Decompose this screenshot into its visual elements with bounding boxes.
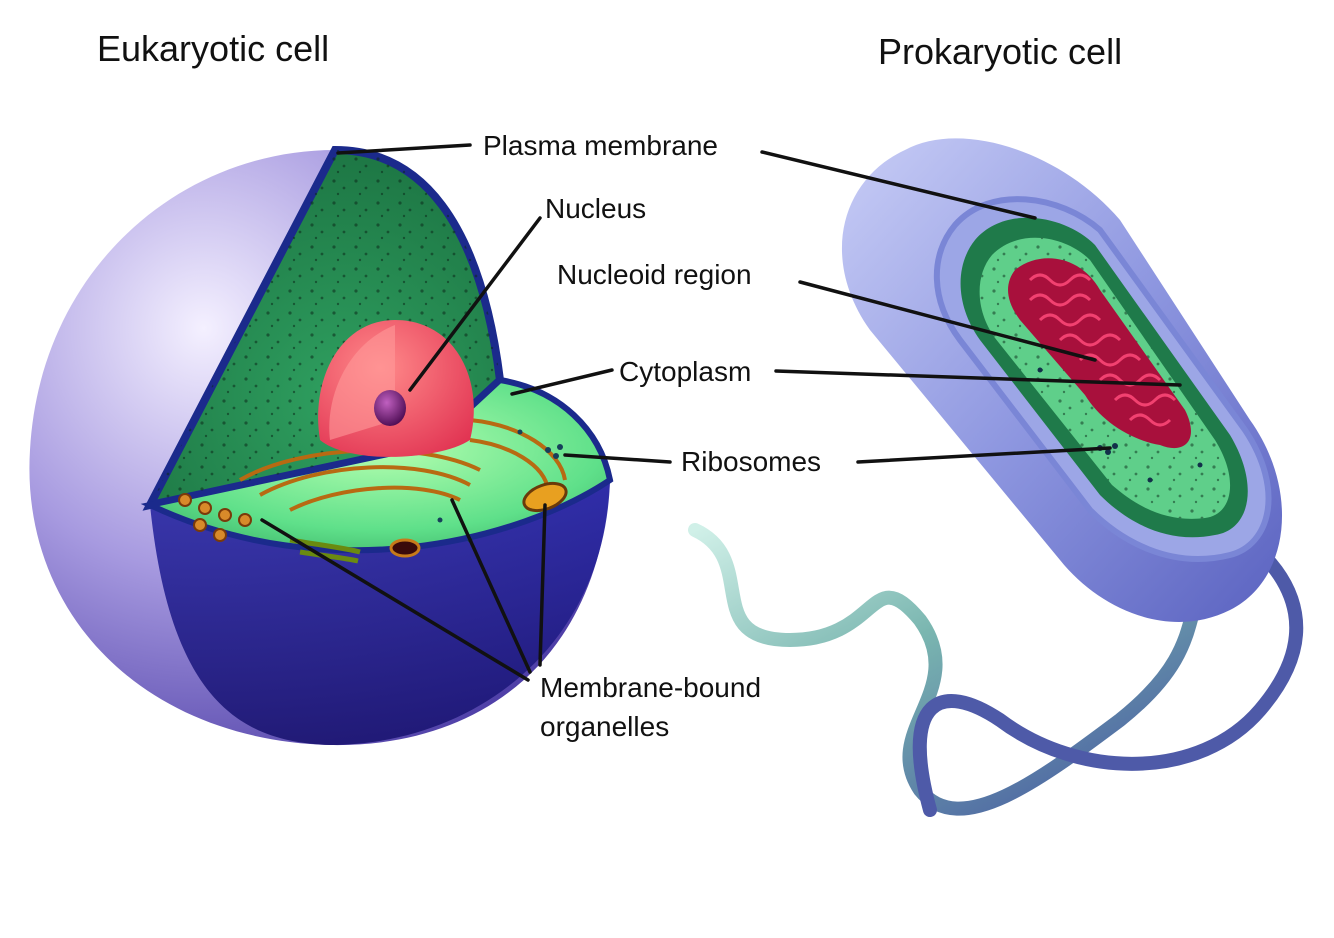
leader-cytoplasm-euk [510, 368, 614, 396]
leader-plasma-membrane-euk [336, 143, 472, 155]
label-nucleoid-region: Nucleoid region [557, 259, 752, 290]
leader-organelles-1 [260, 518, 530, 682]
leader-plasma-membrane-pro [760, 150, 1037, 220]
leader-organelles-2 [450, 498, 532, 674]
mitochondrion [522, 481, 568, 513]
title-prokaryotic: Prokaryotic cell [878, 31, 1122, 72]
label-membrane-bound-line1: Membrane-bound [540, 672, 761, 703]
title-eukaryotic: Eukaryotic cell [97, 28, 329, 69]
leader-nucleoid-region [798, 280, 1097, 362]
label-plasma-membrane: Plasma membrane [483, 130, 718, 161]
flagellum-2 [912, 528, 1304, 817]
leader-lines [260, 143, 1182, 682]
label-ribosomes: Ribosomes [681, 446, 821, 477]
leader-organelles-3 [538, 503, 547, 667]
leader-ribosomes-euk [563, 453, 672, 464]
lysosome [389, 538, 421, 558]
label-membrane-bound-line2: organelles [540, 711, 669, 742]
ribosomes-eukaryotic [437, 429, 563, 543]
eukaryotic-cell [29, 145, 614, 746]
nucleoid [1008, 258, 1191, 449]
label-nucleus: Nucleus [545, 193, 646, 224]
label-cytoplasm: Cytoplasm [619, 356, 751, 387]
leader-nucleus [408, 216, 542, 392]
leader-cytoplasm-pro [774, 369, 1182, 387]
vesicles [178, 493, 252, 542]
nucleolus [374, 390, 406, 426]
eukaryotic-bowl [150, 480, 610, 745]
leader-ribosomes-pro [856, 446, 1112, 464]
